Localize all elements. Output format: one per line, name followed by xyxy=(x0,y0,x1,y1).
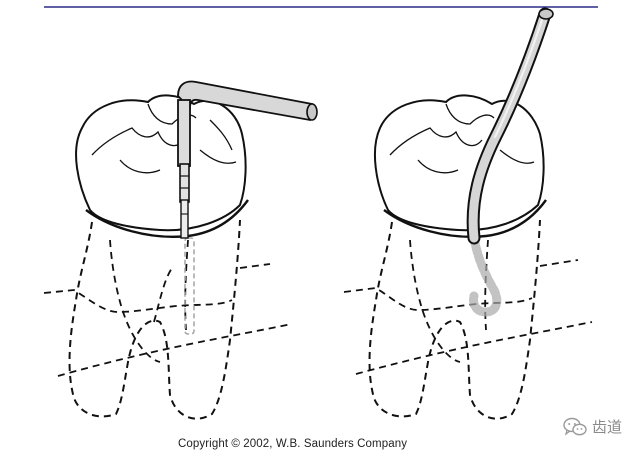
watermark-text: 齿道 xyxy=(591,418,622,436)
copyright-caption: Copyright © 2002, W.B. Saunders Company xyxy=(178,438,408,450)
watermark: 齿道 xyxy=(563,416,622,437)
left-probe xyxy=(177,80,318,239)
right-probe-handle-end xyxy=(538,8,554,20)
left-crown-detail xyxy=(91,103,237,174)
right-probe-submerged-tip xyxy=(469,233,502,317)
wechat-icon xyxy=(563,417,587,436)
left-bone-line-lower xyxy=(57,323,293,377)
right-tooth-crown xyxy=(374,94,545,232)
left-bone-line-upper xyxy=(43,289,233,313)
right-bone-line-upper xyxy=(343,287,533,311)
right-tooth-curved-probe xyxy=(343,7,593,420)
left-tooth-straight-probe xyxy=(43,80,318,420)
right-crown-detail xyxy=(389,103,535,174)
right-root-outline xyxy=(368,219,541,420)
left-probe-shank xyxy=(177,99,191,167)
right-bone-right-tick xyxy=(539,259,579,267)
left-probe-submerged-tip xyxy=(184,237,195,335)
left-probe-handle-end xyxy=(306,103,318,121)
left-root-inner xyxy=(109,239,189,363)
left-root-outline xyxy=(68,219,241,420)
right-probe-highlight xyxy=(493,18,544,139)
right-bone-line-lower xyxy=(355,321,593,375)
right-root-inner xyxy=(409,239,489,363)
left-probe-working-end xyxy=(179,163,190,203)
right-probe xyxy=(466,7,554,245)
right-gum-line xyxy=(383,199,547,238)
left-probe-tip xyxy=(180,199,189,239)
left-bone-right-tick xyxy=(239,263,271,269)
left-tooth-crown xyxy=(75,94,247,232)
